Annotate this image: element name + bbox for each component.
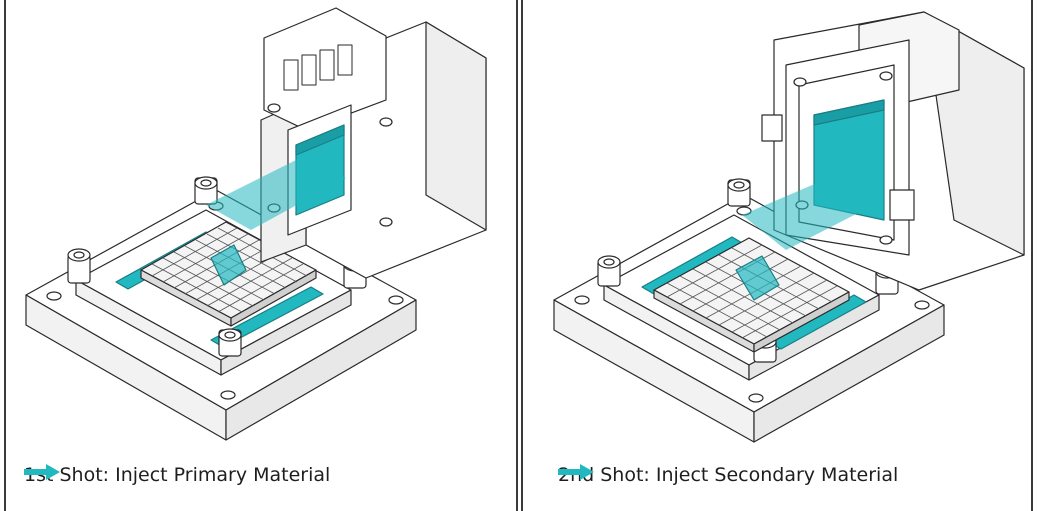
- second-shot-caption: 2nd Shot: Inject Secondary Material: [558, 464, 898, 486]
- injection-stream: [742, 180, 864, 250]
- first-shot-caption: 1st Shot: Inject Primary Material: [24, 464, 330, 486]
- second-shot-label: 2nd Shot: Inject Secondary Material: [558, 464, 899, 486]
- first-shot-label: 1st Shot: Inject Primary Material: [24, 464, 331, 486]
- panel-divider: [516, 0, 518, 511]
- injection-nozzle: [210, 244, 247, 286]
- first-shot-mold-illustration: [25, 7, 487, 441]
- right-border: [1031, 0, 1033, 511]
- injection-stream: [206, 155, 346, 230]
- left-border: [4, 0, 6, 511]
- second-shot-panel: 2nd Shot: Inject Secondary Material: [524, 0, 1029, 511]
- second-shot-mold-illustration: [553, 11, 1025, 443]
- upper-mold-block: [260, 7, 487, 279]
- panel-divider-2: [521, 0, 523, 511]
- right-arrow-icon: [24, 464, 60, 480]
- injection-nozzle: [735, 255, 780, 301]
- right-arrow-icon: [558, 464, 594, 480]
- first-shot-panel: 1st Shot: Inject Primary Material: [6, 0, 514, 511]
